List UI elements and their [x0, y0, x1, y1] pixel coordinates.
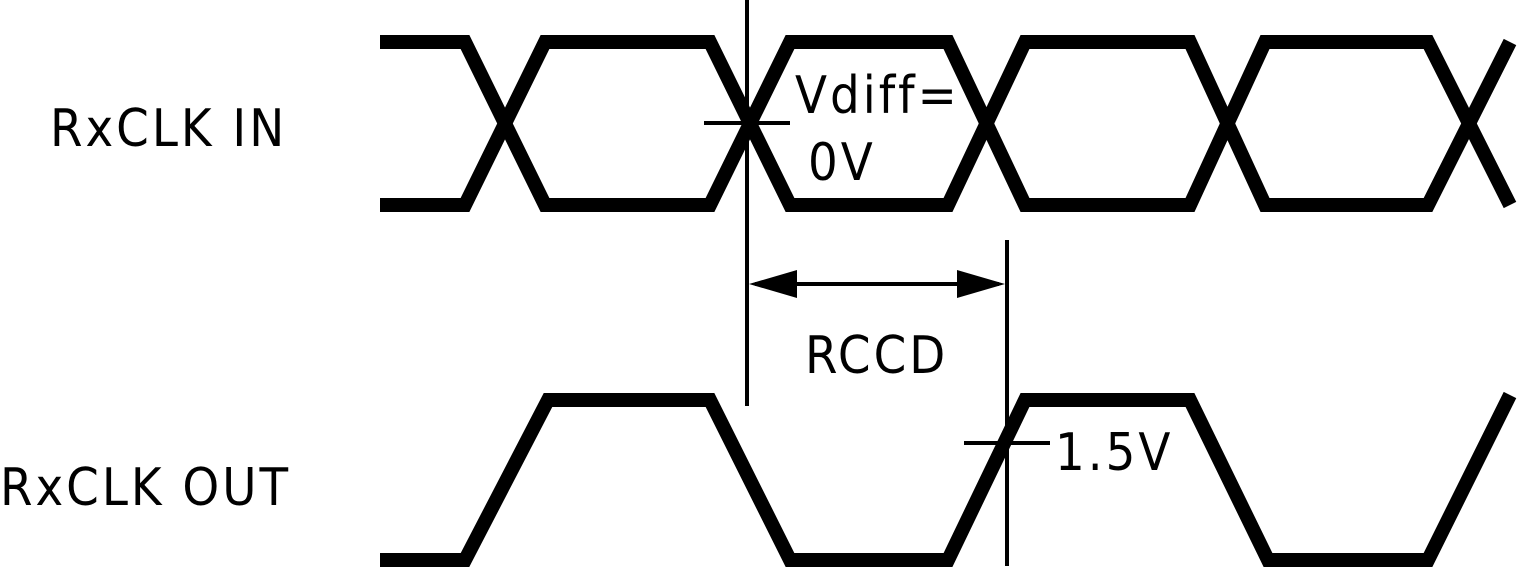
- rccd-arrow: [749, 270, 1005, 298]
- rxclk-in-label: RxCLK IN: [50, 99, 287, 159]
- rxclk-out-label: RxCLK OUT: [0, 458, 291, 518]
- vdiff-label-line2: 0V: [808, 133, 876, 193]
- rccd-arrowhead-right: [957, 270, 1005, 298]
- rccd-arrowhead-left: [749, 270, 797, 298]
- rxclk-out-trace: [380, 391, 1517, 567]
- vdiff-label-line1: Vdiff=: [795, 66, 960, 126]
- rxclk-in-true-trace: [380, 35, 1517, 212]
- threshold-label: 1.5V: [1055, 423, 1173, 483]
- rccd-label: RCCD: [805, 326, 948, 386]
- rxclk-in-complement-trace: [380, 35, 1517, 212]
